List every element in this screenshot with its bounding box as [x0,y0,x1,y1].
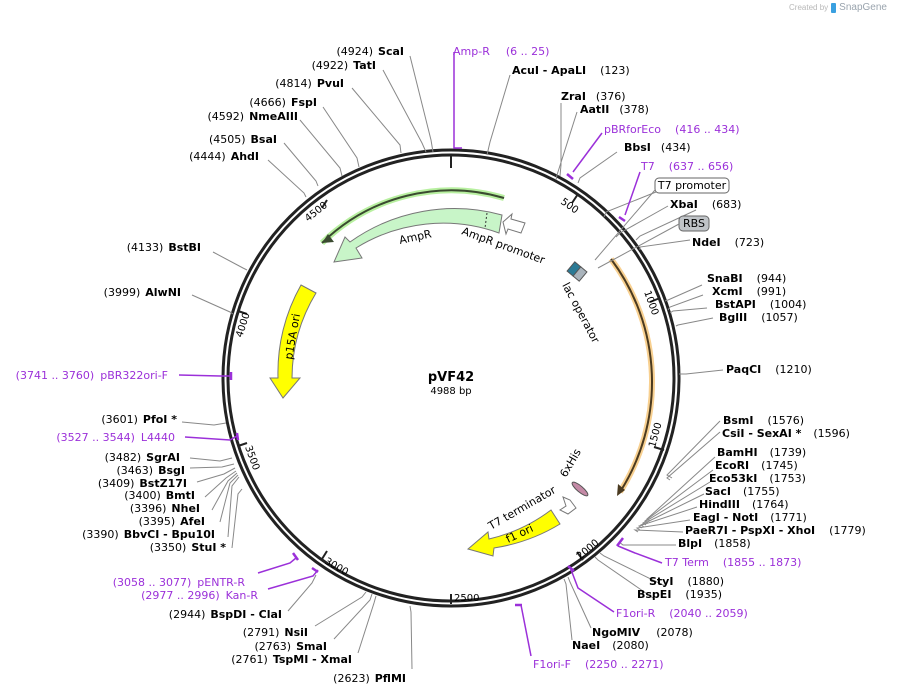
t7-promoter-leader [594,189,656,261]
site-bglii[interactable]: BglII(1057) [719,311,798,324]
site-pvui[interactable]: (4814)PvuI [275,77,344,90]
site-bmti[interactable]: (3400)BmtI [124,489,195,502]
site-pflmi[interactable]: (2623)PflMI [333,672,406,685]
site-stui[interactable]: (3350)StuI * [150,541,227,554]
snapgene-credit: Created by SnapGene [789,2,887,13]
site-labels-right: AcuI - ApaLI(123) ZraI(376) AatII(378) B… [512,64,866,652]
svg-text:RBS: RBS [683,217,705,230]
site-paer7i-pspxi-xhoi[interactable]: PaeR7I - PspXI - XhoI(1779) [685,524,866,537]
feature-6xhis[interactable]: 6xHis [557,446,589,497]
site-bbsi[interactable]: BbsI(434) [624,141,691,154]
primer-pentr-r[interactable]: (3058 .. 3077)pENTR-R [113,576,246,589]
credit-brand: SnapGene [839,2,887,13]
tick-4500: 4500 [303,200,330,224]
site-snabi[interactable]: SnaBI(944) [707,272,786,285]
tick-3500: 3500 [242,444,261,472]
site-hindiii[interactable]: HindIII(1764) [699,498,789,511]
site-alwni[interactable]: (3999)AlwNI [104,286,181,299]
site-acui-apali[interactable]: AcuI - ApaLI(123) [512,64,630,77]
site-naei[interactable]: NaeI(2080) [572,639,649,652]
site-pfoi[interactable]: (3601)PfoI * [101,413,177,426]
site-ecori[interactable]: EcoRI(1745) [715,459,798,472]
plasmid-name: pVF42 [428,370,474,385]
site-bsai[interactable]: (4505)BsaI [209,133,277,146]
primer-f1ori-r[interactable]: F1ori-R(2040 .. 2059) [616,607,748,620]
site-tati[interactable]: (4922)TatI [312,59,376,72]
site-bsgi[interactable]: (3463)BsgI [117,464,185,477]
site-ndei[interactable]: NdeI(723) [692,236,764,249]
site-afei[interactable]: (3395)AfeI [139,515,205,528]
credit-prefix: Created by [789,3,829,12]
site-nmeaiii[interactable]: (4592)NmeAIII [208,110,299,123]
rbs-box[interactable]: RBS [678,215,710,232]
site-leader-lines [181,55,724,670]
snapgene-logo-icon [831,2,837,13]
site-xcmi[interactable]: XcmI(991) [712,285,786,298]
site-csii-sexai[interactable]: CsiI - SexAI *(1596) [722,427,850,440]
tick-500: 500 [558,196,580,216]
plasmid-length: 4988 bp [430,386,471,397]
site-labels-left: (4924)ScaI (4922)TatI (4814)PvuI (4666)F… [82,45,406,685]
site-nsii[interactable]: (2791)NsiI [243,626,308,639]
primer-kan-r[interactable]: (2977 .. 2996)Kan-R [141,589,258,602]
site-ngomiv[interactable]: NgoMIV(2078) [592,626,693,639]
orf-arrow-right [608,257,655,496]
site-bspei[interactable]: BspEI(1935) [637,588,722,601]
feature-p15a-ori[interactable]: p15A ori [269,284,317,399]
site-nhei[interactable]: (3396)NheI [130,502,200,515]
site-bbvci-bpu10i[interactable]: (3390)BbvCI - Bpu10I [82,528,215,541]
site-fspi[interactable]: (4666)FspI [249,96,317,109]
site-aatii[interactable]: AatII(378) [580,103,649,116]
primer-pbr322ori-f[interactable]: (3741 .. 3760)pBR322ori-F [16,369,168,382]
primer-l4440[interactable]: (3527 .. 3544)L4440 [56,431,175,444]
site-paqci[interactable]: PaqCI(1210) [726,363,812,376]
primer-t7-term[interactable]: T7 Term(1855 .. 1873) [664,556,801,569]
feature-lac-operator[interactable]: lac operator [559,261,602,346]
site-eco53ki[interactable]: Eco53kI(1753) [709,472,806,485]
site-scai[interactable]: (4924)ScaI [336,45,404,58]
p15a-ori-label: p15A ori [282,313,303,361]
site-bstapi[interactable]: BstAPI(1004) [715,298,806,311]
site-zrai[interactable]: ZraI(376) [561,90,626,103]
site-smai[interactable]: (2763)SmaI [255,640,327,653]
ampr-direction-arrow [319,187,505,246]
site-xbai[interactable]: XbaI(683) [670,198,741,211]
tick-2500: 2500 [454,593,479,604]
site-bamhi[interactable]: BamHI(1739) [717,446,806,459]
site-blpi[interactable]: BlpI(1858) [678,537,751,550]
primer-f1ori-f[interactable]: F1ori-F(2250 .. 2271) [533,658,664,671]
primer-labels: Amp-R(6 .. 25) pBRforEco(416 .. 434) T7(… [16,45,802,671]
svg-text:T7 promoter: T7 promoter [657,179,727,192]
site-saci[interactable]: SacI(1755) [705,485,780,498]
primer-amp-r[interactable]: Amp-R(6 .. 25) [453,45,549,58]
site-styi[interactable]: StyI(1880) [649,575,724,588]
site-bspdi-clai[interactable]: (2944)BspDI - ClaI [169,608,282,621]
site-ahdi[interactable]: (4444)AhdI [189,150,259,163]
site-sgrai[interactable]: (3482)SgrAI [105,451,180,464]
site-bsmi[interactable]: BsmI(1576) [723,414,804,427]
lac-operator-label: lac operator [559,280,602,345]
6xhis-label: 6xHis [557,446,584,479]
ampr-label: AmpR [398,227,433,247]
site-tspmi-xmai[interactable]: (2761)TspMI - XmaI [231,653,352,666]
primer-t7[interactable]: T7(637 .. 656) [640,160,733,173]
t7-promoter-box[interactable]: T7 promoter [654,177,730,194]
primer-markers [178,52,663,657]
site-bstz17i[interactable]: (3409)BstZ17I [98,477,187,490]
primer-pbrforeco[interactable]: pBRforEco(416 .. 434) [604,123,740,136]
ampr-promoter-label: AmpR promoter [460,225,547,267]
site-bstbi[interactable]: (4133)BstBI [127,241,201,254]
rbs-leader [597,223,680,269]
site-eagi-noti[interactable]: EagI - NotI(1771) [693,511,807,524]
